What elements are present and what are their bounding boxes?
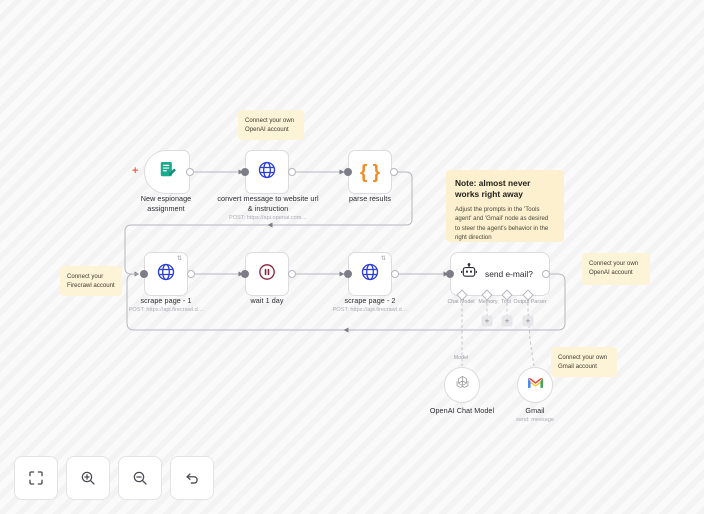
port-scrape1-out[interactable]	[187, 270, 195, 278]
trigger-add-marker[interactable]: +	[132, 165, 139, 177]
globe-icon	[257, 160, 277, 185]
globe-icon	[156, 262, 176, 287]
add-output-parser-button[interactable]: +	[522, 315, 534, 327]
note-card-title: Note: almost never works right away	[455, 178, 531, 199]
port-wait-in[interactable]	[241, 270, 249, 278]
note-card-body: Adjust the prompts in the 'Tools agent' …	[455, 205, 549, 242]
caption-scrape-page-2: scrape page - 2 POST: https://api.firecr…	[332, 296, 408, 314]
gmail-icon	[527, 376, 544, 394]
port-wait-out[interactable]	[288, 270, 296, 278]
port-parse-in[interactable]	[344, 168, 352, 176]
node-convert-message[interactable]	[245, 150, 289, 194]
port-parse-out[interactable]	[390, 168, 398, 176]
sublabel-output-parser: Output Parser	[513, 299, 547, 305]
openai-icon	[454, 374, 471, 396]
caption-convert-message: convert message to website url & instruc…	[217, 194, 319, 221]
sublabel-chat-model: Chat Model	[447, 299, 475, 305]
port-trigger-out[interactable]	[186, 168, 194, 176]
retry-icon: ⇅	[177, 256, 183, 262]
sticky-note-text: Connect your own OpenAI account	[589, 260, 639, 277]
reset-zoom-button[interactable]	[170, 456, 214, 500]
fit-view-button[interactable]	[14, 456, 58, 500]
zoom-in-button[interactable]	[66, 456, 110, 500]
canvas-toolbar	[14, 456, 214, 500]
sticky-note-gmail[interactable]: Connect your own Gmail account	[551, 347, 617, 377]
robot-icon	[460, 262, 478, 286]
caption-gmail: Gmail send: message	[516, 406, 554, 424]
sublabel-tool: Tool	[501, 299, 511, 305]
note-card[interactable]: Note: almost never works right away Adju…	[446, 170, 564, 242]
port-agent-out[interactable]	[542, 270, 550, 278]
fit-view-icon	[28, 470, 44, 486]
node-gmail[interactable]	[517, 367, 553, 403]
node-send-email-agent[interactable]: send e-mail?	[450, 252, 550, 296]
caption-parse-results: parse results	[348, 194, 392, 203]
add-tool-button[interactable]: +	[501, 315, 513, 327]
caption-openai-chat-model: OpenAI Chat Model	[429, 406, 495, 415]
sticky-note-openai-top[interactable]: Connect your own OpenAI account	[238, 110, 304, 140]
sticky-note-firecrawl[interactable]: Connect your Firecrawl account	[60, 266, 122, 296]
undo-arrow-icon	[184, 470, 200, 486]
node-openai-chat-model[interactable]	[444, 367, 480, 403]
connection-label-model: Model	[453, 355, 469, 361]
zoom-in-icon	[80, 470, 96, 486]
port-convert-in[interactable]	[241, 168, 249, 176]
pause-icon	[257, 262, 277, 287]
node-wait-1-day[interactable]	[245, 252, 289, 296]
sublabel-memory: Memory	[478, 299, 498, 305]
zoom-out-icon	[132, 470, 148, 486]
agent-label: send e-mail?	[485, 269, 533, 279]
port-convert-out[interactable]	[288, 168, 296, 176]
node-new-espionage-assignment[interactable]	[144, 150, 190, 194]
code-braces-icon: { }	[359, 161, 381, 183]
caption-wait-1-day: wait 1 day	[250, 296, 284, 305]
port-scrape2-out[interactable]	[391, 270, 399, 278]
retry-icon: ⇅	[381, 256, 387, 262]
caption-new-espionage-assignment: New espionage assignment	[140, 194, 192, 213]
add-memory-button[interactable]: +	[481, 315, 493, 327]
sticky-note-text: Connect your Firecrawl account	[67, 273, 115, 290]
sticky-note-text: Connect your own Gmail account	[558, 354, 608, 371]
port-scrape1-in[interactable]	[140, 270, 148, 278]
zoom-out-button[interactable]	[118, 456, 162, 500]
node-parse-results[interactable]: { }	[348, 150, 392, 194]
port-agent-in[interactable]	[446, 270, 454, 278]
form-edit-icon	[158, 160, 177, 184]
caption-scrape-page-1: scrape page - 1 POST: https://api.firecr…	[128, 296, 204, 314]
sticky-note-openai-right[interactable]: Connect your own OpenAI account	[582, 253, 650, 285]
globe-icon	[360, 262, 380, 287]
sticky-note-text: Connect your own OpenAI account	[245, 117, 295, 134]
port-scrape2-in[interactable]	[344, 270, 352, 278]
